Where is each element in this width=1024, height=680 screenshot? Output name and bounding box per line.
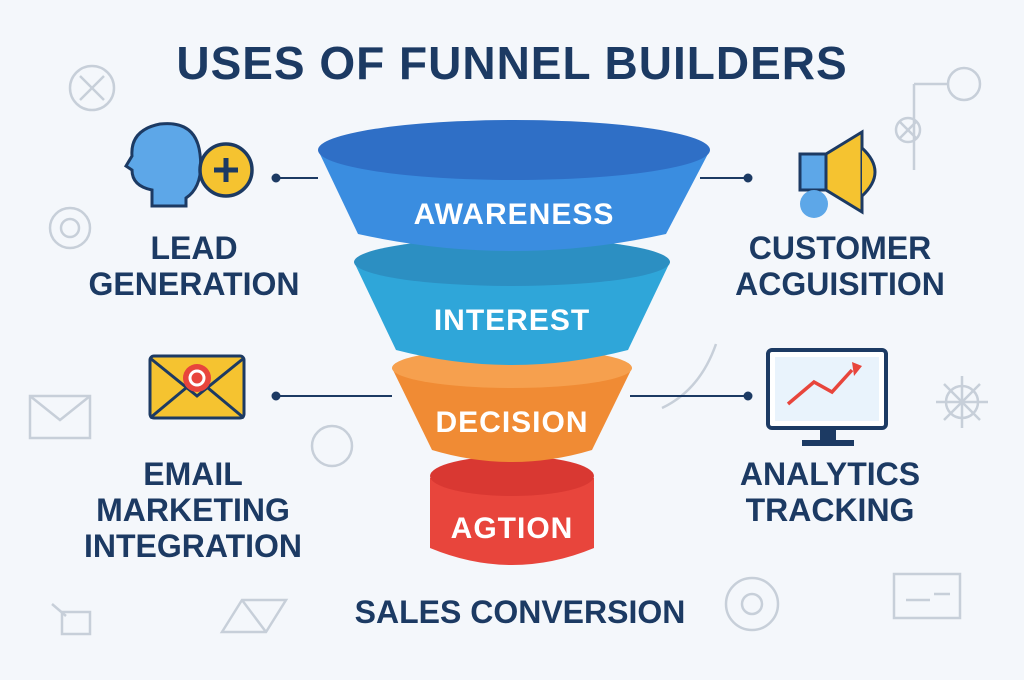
connector-dot-customer: [743, 173, 753, 183]
megaphone-icon: [798, 129, 877, 218]
person-plus-icon: [123, 122, 254, 208]
stage-label-action: AGTION: [450, 512, 574, 545]
sun-icon: [936, 376, 988, 428]
eight-circle-icon: [310, 424, 354, 468]
stage-label-interest: INTEREST: [433, 304, 591, 337]
scissors-icon: [68, 64, 116, 112]
envelope-outline-icon: [28, 394, 92, 440]
small-box-icon: [51, 603, 92, 636]
background-decorations: [28, 64, 988, 636]
tech-circle-icon: [894, 66, 982, 170]
sales-conversion-label: SALES CONVERSION: [354, 594, 686, 630]
connector-dot-lead: [271, 173, 281, 183]
funnel-stage-interest: [354, 238, 670, 365]
use-customer-acquisition: CUSTOMER ACGUISITION: [735, 230, 945, 302]
growth-arrow-icon: [661, 343, 718, 410]
connector-dot-email: [271, 391, 281, 401]
stage-label-awareness: AWARENESS: [413, 198, 615, 231]
board-icon: [892, 572, 962, 620]
connectors: [271, 173, 753, 401]
connector-dot-analytics: [743, 391, 753, 401]
use-analytics-tracking: ANALYTICS TRACKING: [739, 456, 921, 528]
page-title: USES OF FUNNEL BUILDERS: [176, 37, 848, 89]
use-lead-generation: LEAD GENERATION: [88, 230, 300, 302]
funnel-stage-action: [430, 456, 594, 565]
stage-label-decision: DECISION: [435, 406, 589, 439]
funnel-stage-awareness: [318, 120, 710, 251]
email-icon: [148, 354, 246, 420]
funnel-stage-decision: [392, 348, 632, 462]
diamond-icon: [219, 598, 289, 634]
refresh-icon: [48, 206, 92, 250]
use-email-marketing: EMAIL MARKETING INTEGRATION: [83, 456, 303, 564]
gear-icon: [724, 576, 780, 632]
monitor-chart-icon: [766, 348, 888, 446]
